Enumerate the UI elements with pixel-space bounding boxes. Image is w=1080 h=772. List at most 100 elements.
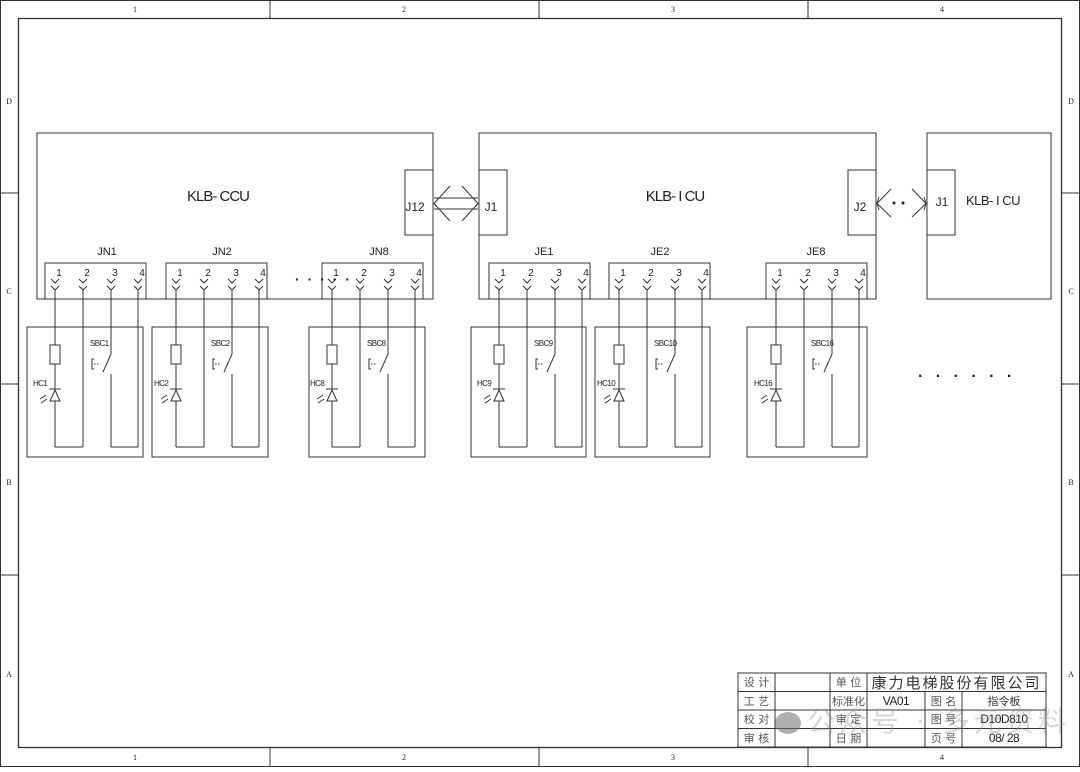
connector-ellipsis: · · · · ·: [295, 271, 352, 287]
column-label: 1: [133, 753, 137, 762]
resistor-icon: [613, 344, 625, 365]
pin-number: 4: [583, 268, 589, 279]
pin-number: 1: [56, 268, 62, 279]
led-icon: [770, 388, 782, 402]
design-label: 设 计: [743, 676, 770, 689]
row-label: C: [1068, 287, 1073, 296]
pin-number: 4: [860, 268, 866, 279]
pin-number: 4: [416, 268, 422, 279]
standard-label: 标准化: [832, 695, 865, 708]
pushbutton-icon: [812, 358, 815, 370]
column-label: 2: [402, 5, 406, 14]
connector-label: JN8: [369, 246, 389, 258]
pin-number: 4: [260, 268, 266, 279]
button-module: [594, 299, 711, 458]
resistor-icon: [326, 344, 338, 365]
column-label: 3: [671, 753, 675, 762]
pin-number: 2: [361, 268, 367, 279]
continuation-ellipsis: · · · · · ·: [918, 368, 1016, 385]
switch-contact-icon: [379, 353, 389, 373]
pin-number: 3: [833, 268, 839, 279]
drawing-number: D10D810: [980, 712, 1028, 726]
page-number: 08/ 28: [988, 731, 1020, 745]
j1-port: [478, 169, 508, 236]
pushbutton-icon: [368, 358, 371, 370]
j1-label: J1: [936, 195, 949, 209]
pin-number: 1: [500, 268, 506, 279]
pin-number: 2: [84, 268, 90, 279]
ccu-title: KLB- CCU: [187, 188, 249, 205]
switch-label: SBC10: [654, 339, 677, 348]
j1-label: J1: [485, 200, 498, 214]
button-module: [26, 299, 144, 458]
lamp-label: HC16: [754, 379, 773, 388]
resistor-icon: [49, 344, 61, 365]
connector-label: JE8: [807, 246, 826, 258]
switch-label: SBC8: [367, 339, 387, 348]
row-label: D: [1068, 97, 1074, 106]
row-label: A: [1068, 670, 1074, 679]
led-icon: [326, 388, 338, 402]
led-icon: [49, 388, 61, 402]
drawing-name-label: 图 名: [930, 695, 957, 708]
page-label: 页 号: [930, 732, 957, 745]
dotted-arrow-icon: [876, 188, 927, 218]
switch-contact-icon: [546, 353, 556, 373]
inner-border: [17, 17, 1063, 749]
review-label: 审 核: [743, 732, 770, 745]
pin-number: 1: [333, 268, 339, 279]
pin-number: 4: [703, 268, 709, 279]
row-label: D: [6, 97, 12, 106]
pushbutton-icon: [212, 358, 215, 370]
unit-label: 单 位: [835, 676, 862, 689]
company-name: 康力电梯股份有限公司: [871, 673, 1042, 692]
connector-label: JE2: [651, 246, 670, 258]
column-label: 4: [940, 5, 944, 14]
led-icon: [613, 388, 625, 402]
switch-label: SBC2: [211, 339, 231, 348]
j12-label: J12: [405, 200, 425, 214]
pin-number: 3: [233, 268, 239, 279]
icu-title: KLB- I CU: [646, 188, 705, 205]
process-label: 工 艺: [743, 695, 770, 708]
drawing-no-label: 图 号: [930, 713, 957, 726]
icu-board-1: KLB- I CU J1 J2: [478, 132, 877, 300]
pin-number: 1: [620, 268, 626, 279]
switch-label: SBC9: [534, 339, 554, 348]
pin-number: 3: [112, 268, 118, 279]
button-module: [151, 299, 269, 458]
connector-label: JN2: [212, 246, 232, 258]
row-label: A: [6, 670, 12, 679]
row-label: B: [1068, 478, 1073, 487]
icu-title: KLB- I CU: [966, 193, 1020, 208]
switch-contact-icon: [823, 353, 833, 373]
led-icon: [493, 388, 505, 402]
pin-number: 2: [205, 268, 211, 279]
pin-number: 1: [177, 268, 183, 279]
button-module: [470, 299, 587, 458]
resistor-icon: [493, 344, 505, 365]
row-label: C: [6, 287, 11, 296]
connector-label: JE1: [535, 246, 554, 258]
j2-label: J2: [854, 200, 867, 214]
lamp-label: HC2: [154, 379, 169, 388]
switch-contact-icon: [102, 353, 112, 373]
pin-number: 2: [528, 268, 534, 279]
lamp-label: HC10: [597, 379, 616, 388]
resistor-icon: [170, 344, 182, 365]
connector-header: 1 2 3 4: [44, 262, 147, 300]
lamp-label: HC1: [33, 379, 48, 388]
pin-number: 4: [139, 268, 145, 279]
standard-value: VA01: [882, 694, 910, 708]
lamp-label: HC8: [310, 379, 325, 388]
column-label: 1: [133, 5, 137, 14]
connector-header: 1 2 3 4: [165, 262, 268, 300]
row-label: B: [6, 478, 11, 487]
pin-number: 2: [805, 268, 811, 279]
